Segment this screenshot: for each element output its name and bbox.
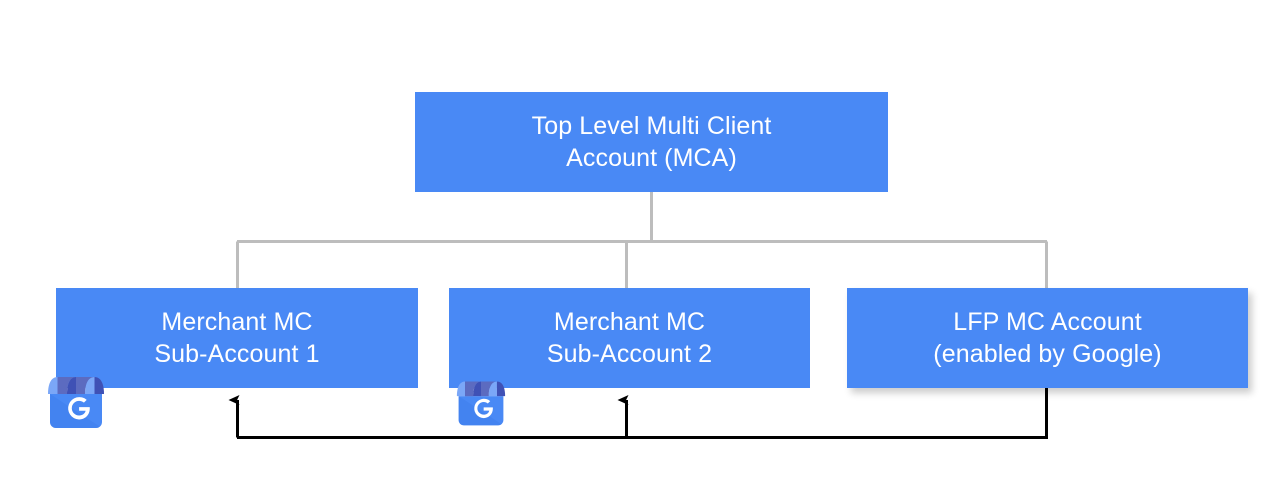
hierarchy-connector-group — [236, 192, 1048, 288]
gmb-awning-mid-left — [57, 377, 76, 394]
gmb-awning-segment-1 — [48, 377, 58, 394]
node-lfp-mc-account-line1: LFP MC Account — [953, 308, 1142, 336]
node-lfp-mc-account[interactable]: LFP MC Account (enabled by Google) — [847, 288, 1248, 388]
gmb-awning-segment-4 — [94, 377, 104, 394]
gmb-g-glyph — [68, 397, 90, 420]
data-flow-bus — [237, 388, 1048, 439]
gmb-storefront-body — [50, 394, 102, 428]
node-merchant-mc-sub-account-1[interactable]: Merchant MC Sub-Account 1 — [56, 288, 418, 388]
google-my-business-icon — [456, 381, 506, 426]
data-flow-arrow-group — [228, 388, 1048, 439]
gmb-awning-segment-1 — [456, 381, 466, 397]
gmb-body-shade — [50, 394, 102, 428]
node-top-level-mca-line2: Account (MCA) — [566, 144, 737, 172]
gmb-awning-segment-4 — [496, 381, 506, 397]
node-top-level-mca[interactable]: Top Level Multi Client Account (MCA) — [415, 92, 888, 192]
node-merchant-mc-sub-account-2-line2: Sub-Account 2 — [546, 340, 713, 368]
node-merchant-mc-sub-account-1-line1: Merchant MC — [161, 308, 313, 336]
google-my-business-icon — [48, 377, 104, 428]
node-lfp-mc-account-line2: (enabled by Google) — [933, 340, 1162, 368]
node-merchant-mc-sub-account-2-line1: Merchant MC — [553, 308, 706, 336]
node-merchant-mc-sub-account-1-line2: Sub-Account 1 — [154, 340, 320, 368]
node-merchant-mc-sub-account-2[interactable]: Merchant MC Sub-Account 2 — [449, 288, 810, 388]
gmb-awning-mid-right — [76, 377, 95, 394]
node-top-level-mca-line1: Top Level Multi Client — [531, 112, 772, 140]
